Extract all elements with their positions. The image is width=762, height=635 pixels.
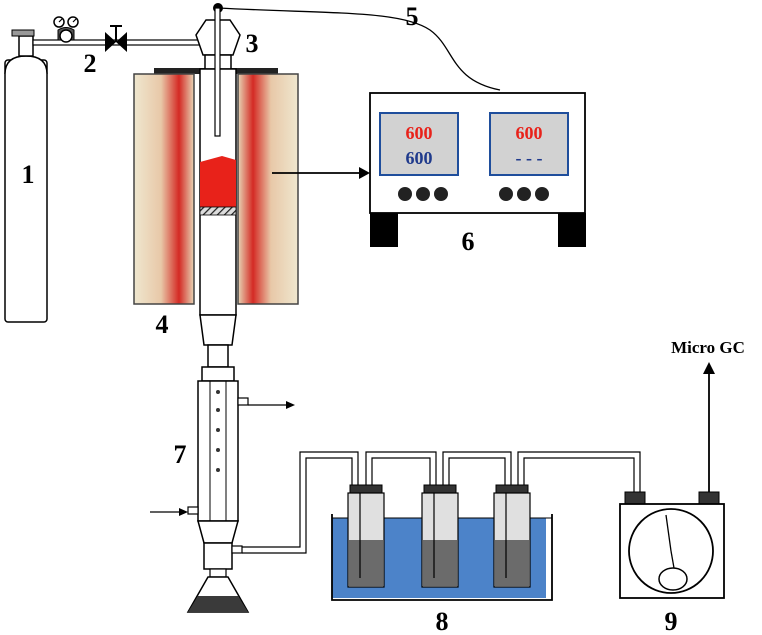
impinger-bottle (493, 484, 531, 588)
right-setpoint-readout: 600 (516, 123, 543, 143)
control-knob (535, 187, 549, 201)
control-knob (517, 187, 531, 201)
control-knob (398, 187, 412, 201)
control-knob (434, 187, 448, 201)
gas-cylinder (4, 29, 48, 323)
label-valves: 2 (84, 49, 97, 78)
impinger-bottle (347, 484, 385, 588)
gas-meter (619, 362, 725, 599)
pressure-regulator (53, 16, 79, 43)
label-outlet: Micro GC (671, 338, 745, 357)
needle-valve (105, 25, 127, 52)
reactor-tube (195, 7, 241, 368)
left-display (379, 112, 459, 176)
label-gas-meter: 9 (665, 607, 678, 635)
label-controller: 6 (462, 227, 475, 256)
impinger-bottle (421, 484, 459, 588)
collection-flask (186, 568, 250, 613)
left-actual-readout: 600 (406, 148, 433, 168)
signal-arrow (272, 167, 370, 179)
connecting-tubing (242, 451, 641, 554)
temperature-controller: 600 600 600 - - - (369, 92, 586, 247)
control-knob (416, 187, 430, 201)
label-condenser: 7 (174, 440, 187, 469)
left-setpoint-readout: 600 (406, 123, 433, 143)
label-gas-cylinder: 1 (22, 160, 35, 189)
right-actual-readout: - - - (516, 148, 543, 168)
label-furnace: 4 (156, 310, 169, 339)
label-reactor-head: 3 (246, 29, 259, 58)
control-knob (499, 187, 513, 201)
condenser (150, 366, 295, 570)
right-display (489, 112, 569, 176)
label-bath: 8 (436, 607, 449, 635)
label-thermocouple: 5 (406, 2, 419, 31)
